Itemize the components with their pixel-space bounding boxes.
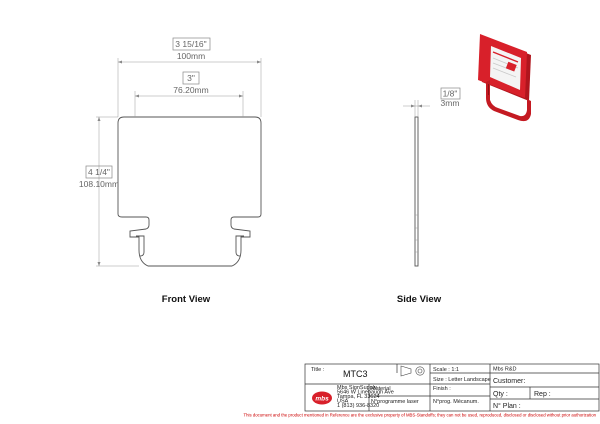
qty-label: Qty : [493, 391, 508, 398]
footer-note: This document and the product mentioned … [244, 413, 597, 418]
height-inches-label: 4 1/4" [88, 167, 110, 177]
front-view-label: Front View [162, 294, 211, 305]
front-view-right-slot [235, 235, 244, 257]
company-address: Mbs SignSupply 5646 W Linebaugh Ave Tamp… [337, 385, 394, 409]
thickness-inches-label: 1/8" [443, 89, 458, 99]
front-view-part-outline [117, 116, 262, 267]
inner-width-mm-label: 76.20mm [173, 85, 208, 95]
front-view-left-slot [136, 235, 145, 257]
product-3d-preview [478, 34, 531, 122]
width-inches-label: 3 15/16" [175, 39, 206, 49]
svg-text:1 (813) 936-8320: 1 (813) 936-8320 [337, 403, 379, 409]
mecanum-program-label: N°prog. Mécanum. [433, 399, 479, 405]
scale-label: Scale : 1:1 [433, 367, 459, 373]
height-mm-label: 108.10mm [79, 179, 119, 189]
projection-symbol-icon [400, 365, 425, 377]
thickness-mm-label: 3mm [441, 98, 460, 108]
title-block: Title : MTC3 Scale : 1:1 Size : Letter L… [304, 363, 600, 412]
svg-text:Mbs SignSupply: Mbs SignSupply [337, 385, 377, 391]
laser-program-label: N°programme laser [371, 399, 419, 405]
inner-width-inches-label: 3" [187, 73, 195, 83]
rep-label: Rep : [534, 391, 551, 398]
plan-number-label: N° Plan : [493, 402, 521, 410]
svg-text:5646 W Linebaugh Ave: 5646 W Linebaugh Ave [337, 390, 394, 396]
material-label: Material [371, 386, 391, 392]
client-label: Mbs R&D [493, 367, 517, 373]
size-label: Size : Letter Landscape [433, 377, 491, 383]
side-view-part-outline [414, 116, 419, 267]
title-label: Title : [311, 367, 325, 373]
customer-label: Customer: [493, 378, 525, 385]
width-mm-label: 100mm [177, 51, 205, 61]
side-view: 1/8" 3mm Side View [397, 87, 461, 305]
svg-text:Tampa, FL 33624: Tampa, FL 33624 [337, 394, 380, 400]
front-view: 3 15/16" 100mm 3" 76.20mm 4 1/4" 108.10m… [79, 37, 262, 305]
mbs-logo: mbs [312, 391, 332, 405]
finish-label: Finish : [433, 386, 451, 392]
svg-text:USA: USA [337, 399, 349, 405]
svg-text:mbs: mbs [315, 396, 329, 403]
side-view-label: Side View [397, 294, 442, 305]
title-value: MTC3 [343, 369, 368, 379]
